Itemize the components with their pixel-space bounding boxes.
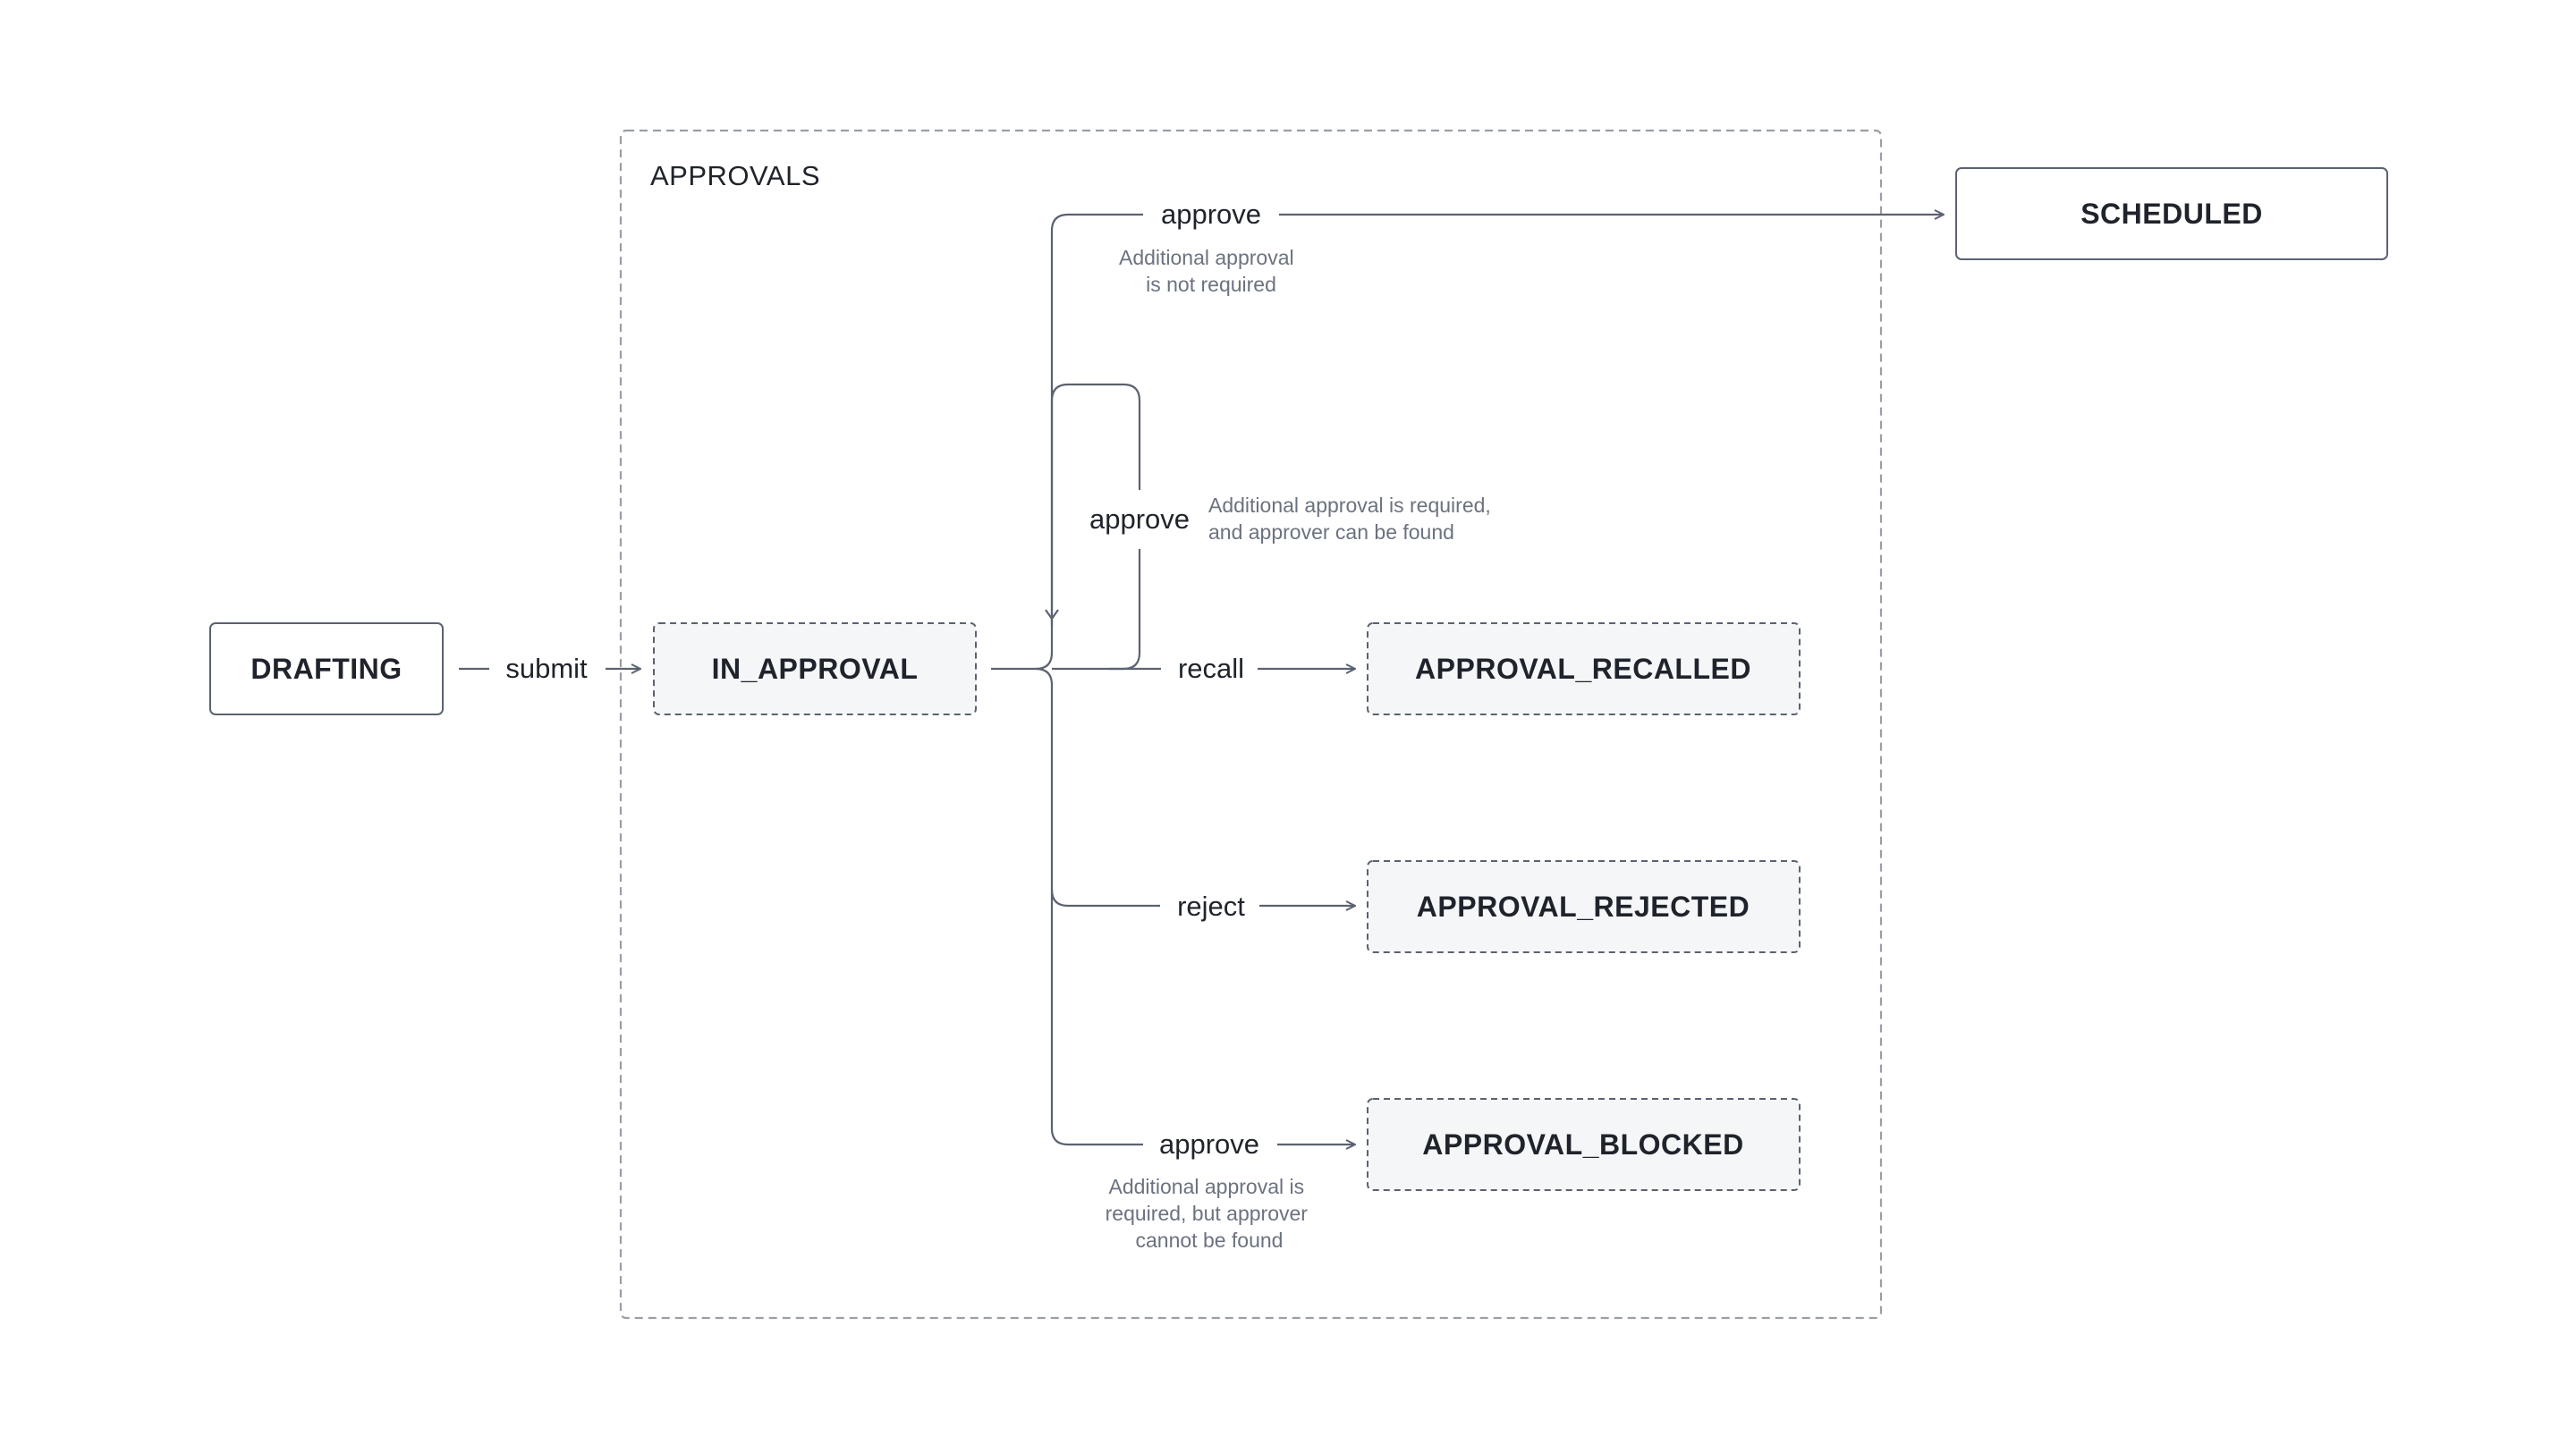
state-scheduled-label: SCHEDULED [2080,198,2263,230]
approvals-group-box [619,129,1883,1320]
approve-loop-label: approve [1089,503,1190,535]
state-approval-blocked[interactable]: APPROVAL_BLOCKED [1367,1098,1801,1191]
transition-recall: recall [1178,653,1355,684]
state-in-approval-label: IN_APPROVAL [712,653,919,685]
state-scheduled[interactable]: SCHEDULED [1955,167,2388,260]
submit-label: submit [505,653,588,684]
approvals-group-label: APPROVALS [650,160,820,191]
transition-submit: submit [459,653,640,684]
approve-scheduled-note: Additional approval is not required [1119,246,1300,296]
state-drafting[interactable]: DRAFTING [209,622,444,715]
approve-scheduled-label: approve [1161,199,1261,230]
branch-connector [991,213,1161,1146]
recall-label: recall [1178,653,1244,684]
state-drafting-label: DRAFTING [250,653,402,685]
state-approval-recalled-label: APPROVAL_RECALLED [1415,653,1751,685]
approve-loop-note: Additional approval is required, and app… [1208,494,1496,544]
transition-approve-loop: approve Additional approval is required,… [1045,383,1496,671]
approve-blocked-note: Additional approval is required, but app… [1106,1175,1314,1252]
transition-approve-blocked: approve Additional approval is required,… [1106,1128,1355,1252]
state-approval-rejected[interactable]: APPROVAL_REJECTED [1367,860,1801,953]
state-in-approval[interactable]: IN_APPROVAL [653,622,977,715]
state-approval-blocked-label: APPROVAL_BLOCKED [1422,1128,1743,1161]
transition-approve-scheduled: approve Additional approval is not requi… [1119,199,1944,296]
reject-label: reject [1177,891,1245,922]
state-approval-recalled[interactable]: APPROVAL_RECALLED [1367,622,1801,715]
transition-reject: reject [1177,891,1355,922]
approve-blocked-label: approve [1159,1128,1259,1160]
state-approval-rejected-label: APPROVAL_REJECTED [1417,891,1750,923]
